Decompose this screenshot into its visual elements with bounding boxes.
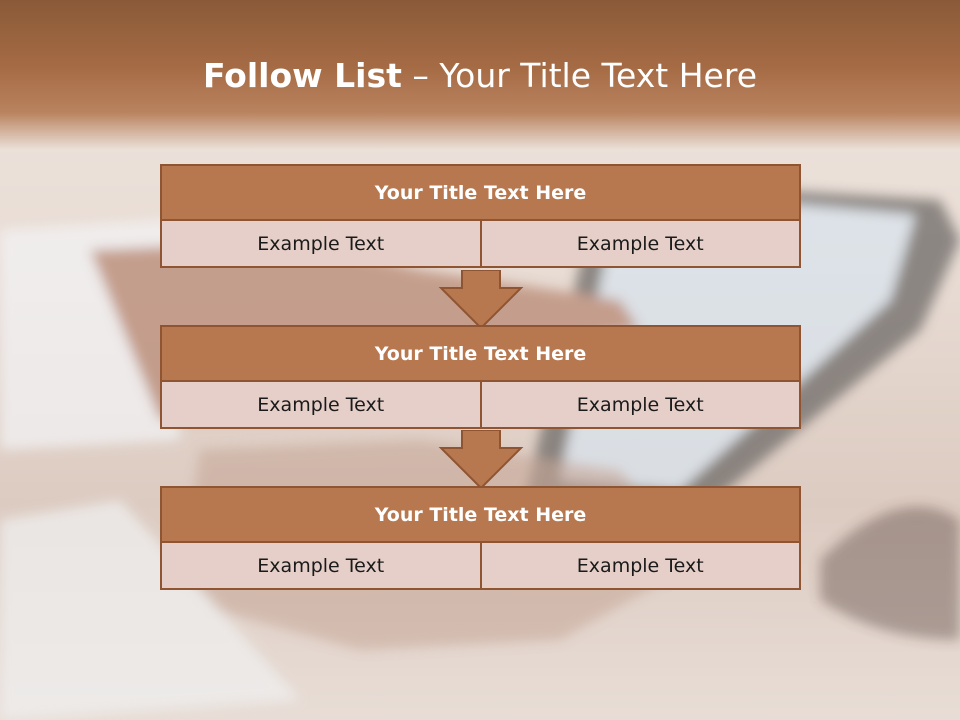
block-cell-right[interactable]: Example Text [479, 219, 801, 268]
title-banner [0, 0, 960, 150]
block-title[interactable]: Your Title Text Here [160, 164, 801, 221]
list-block-3[interactable]: Your Title Text Here Example Text Exampl… [160, 486, 801, 590]
list-block-2[interactable]: Your Title Text Here Example Text Exampl… [160, 325, 801, 429]
block-cell-right[interactable]: Example Text [479, 541, 801, 590]
list-block-1[interactable]: Your Title Text Here Example Text Exampl… [160, 164, 801, 268]
block-row: Example Text Example Text [160, 380, 801, 429]
slide-title: Follow List – Your Title Text Here [0, 56, 960, 95]
block-cell-right[interactable]: Example Text [479, 380, 801, 429]
block-cell-left[interactable]: Example Text [160, 219, 482, 268]
title-bold: Follow List [202, 56, 402, 95]
block-row: Example Text Example Text [160, 541, 801, 590]
down-arrow-icon [438, 270, 524, 330]
down-arrow-icon [438, 430, 524, 490]
block-title[interactable]: Your Title Text Here [160, 325, 801, 382]
block-cell-left[interactable]: Example Text [160, 380, 482, 429]
title-dash: – [401, 56, 440, 95]
block-cell-left[interactable]: Example Text [160, 541, 482, 590]
block-title[interactable]: Your Title Text Here [160, 486, 801, 543]
block-row: Example Text Example Text [160, 219, 801, 268]
title-rest: Your Title Text Here [439, 56, 758, 95]
